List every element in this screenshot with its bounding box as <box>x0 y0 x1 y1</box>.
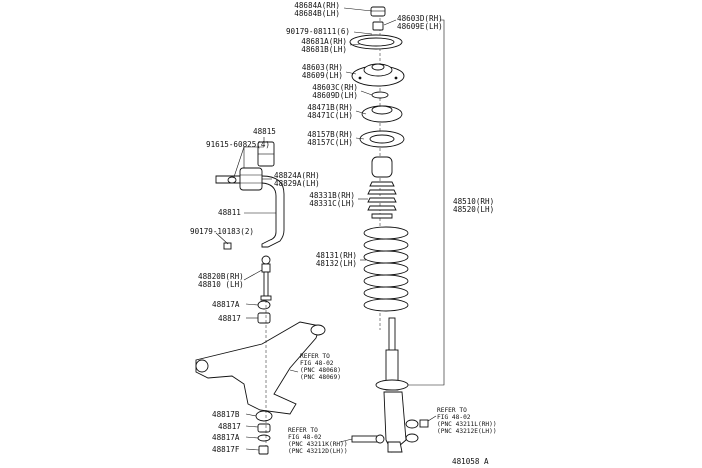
ref-tie-line2: FIG 48-02 <box>288 434 322 441</box>
part-48817-bushing-bot[interactable] <box>257 423 271 433</box>
part-48824-bracket[interactable] <box>239 167 263 191</box>
label-90179-10183: 90179-10183(2) <box>190 227 254 236</box>
label-48471c: 48471C(LH) <box>307 111 353 120</box>
label-48817-top: 48817 <box>218 314 241 323</box>
part-48603d-nut[interactable] <box>372 21 384 31</box>
assembly-bracket <box>440 19 445 386</box>
label-48681a: 48681A(RH) <box>301 37 347 46</box>
ref-hub-line4: (PNC 43212E(LH)) <box>437 428 497 435</box>
part-48157-insulator[interactable] <box>359 130 405 148</box>
label-48829a: 48829A(LH) <box>274 179 320 188</box>
part-90179-nut[interactable] <box>223 242 232 250</box>
part-48603-upper-support[interactable] <box>351 63 405 87</box>
hub-bolt[interactable] <box>419 419 429 428</box>
label-48603: 48603(RH) <box>302 63 343 72</box>
label-48520: 48520(LH) <box>453 205 494 214</box>
label-91615: 91615-60825(4) <box>206 140 270 149</box>
part-48817a-bushing-top[interactable] <box>257 300 271 310</box>
ref-note-hub: REFER TO FIG 48-02 (PNC 43211L(RH)) (PNC… <box>437 407 497 435</box>
ref-arm-line2: FIG 48-02 <box>300 360 334 367</box>
ref-arm-line3: (PNC 48068) <box>300 367 341 374</box>
ref-hub-line1: REFER TO <box>437 407 467 414</box>
part-48471-spring-seat[interactable] <box>361 105 403 123</box>
part-91615-bolt[interactable] <box>227 176 237 184</box>
part-48681-ring[interactable] <box>349 34 403 50</box>
label-48817-bot: 48817 <box>218 422 241 431</box>
label-48331b: 48331B(RH) <box>309 191 355 200</box>
label-48817a-bot: 48817A <box>212 433 240 442</box>
ref-arm-line4: (PNC 48069) <box>300 374 341 381</box>
label-48684a: 48684A(RH) <box>294 1 340 10</box>
label-48815: 48815 <box>253 127 276 136</box>
label-48684b: 48684B(LH) <box>294 9 340 18</box>
label-90179-08111: 90179-08111(6) <box>286 27 350 36</box>
ref-hub-line3: (PNC 43211L(RH)) <box>437 421 497 428</box>
ref-note-tie-rod: REFER TO FIG 48-02 (PNC 43211K(RH)) (PNC… <box>288 427 348 455</box>
part-48820-link[interactable] <box>260 255 272 301</box>
ref-arm-line1: REFER TO <box>300 353 330 360</box>
label-48603d: 48603D(RH) <box>397 14 443 23</box>
label-48609e: 48609E(LH) <box>397 22 443 31</box>
lower-control-arm[interactable] <box>195 321 326 415</box>
label-48609d: 48609D(LH) <box>312 91 358 100</box>
label-48810: 48810 (LH) <box>198 280 244 289</box>
part-48684-nut[interactable] <box>370 6 386 17</box>
ref-tie-line3: (PNC 43211K(RH)) <box>288 441 348 448</box>
ref-tie-line4: (PNC 43212D(LH)) <box>288 448 348 455</box>
part-48510-shock-absorber[interactable] <box>375 317 419 453</box>
ref-note-lower-arm: REFER TO FIG 48-02 (PNC 48068) (PNC 4806… <box>300 353 341 381</box>
part-48811-stabilizer-bar[interactable] <box>215 175 285 248</box>
label-48603c: 48603C(RH) <box>312 83 358 92</box>
ref-hub-line2: FIG 48-02 <box>437 414 471 421</box>
part-48817b-bushing[interactable] <box>255 410 273 422</box>
label-48817b: 48817B <box>212 410 240 419</box>
label-48820b: 48820B(RH) <box>198 272 244 281</box>
figure-id: 481058 A <box>452 457 489 466</box>
part-48815-bushing[interactable] <box>257 141 275 167</box>
label-48817f: 48817F <box>212 445 240 454</box>
strut-leader-lines <box>343 7 397 261</box>
label-48824a: 48824A(RH) <box>274 171 320 180</box>
label-48157c: 48157C(LH) <box>307 138 353 147</box>
part-48817a-bushing-bot[interactable] <box>257 434 271 442</box>
part-48603c-washer[interactable] <box>371 91 389 99</box>
label-48471b: 48471B(RH) <box>307 103 353 112</box>
tie-rod-end[interactable] <box>351 434 385 444</box>
left-leader-lines <box>215 137 437 451</box>
ref-tie-line1: REFER TO <box>288 427 318 434</box>
label-48132: 48132(LH) <box>316 259 357 268</box>
label-48510: 48510(RH) <box>453 197 494 206</box>
label-48609: 48609(LH) <box>302 71 343 80</box>
label-48811: 48811 <box>218 208 241 217</box>
label-48131: 48131(RH) <box>316 251 357 260</box>
label-48681b: 48681B(LH) <box>301 45 347 54</box>
part-48817-bushing-top[interactable] <box>257 312 271 324</box>
part-48331-bump-stop-boot[interactable] <box>367 156 397 219</box>
label-48817a-top: 48817A <box>212 300 240 309</box>
label-48157b: 48157B(RH) <box>307 130 353 139</box>
part-48131-coil-spring[interactable] <box>363 226 409 312</box>
label-48331c: 48331C(LH) <box>309 199 355 208</box>
part-48817f-nut[interactable] <box>258 445 269 455</box>
